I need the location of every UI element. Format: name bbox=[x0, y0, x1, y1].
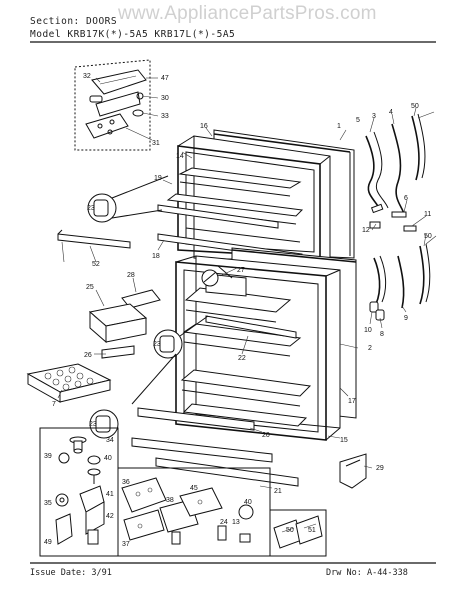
issue-date-label: Issue Date: bbox=[30, 568, 87, 578]
callout-48-mid: 50 bbox=[424, 233, 432, 240]
callout-1: 1 bbox=[337, 123, 341, 130]
callout-36: 36 bbox=[122, 479, 130, 486]
hinge-cap-inset bbox=[74, 59, 151, 151]
callout-34: 34 bbox=[106, 437, 114, 444]
detail-circle-upper bbox=[87, 175, 169, 223]
callout-50: 51 bbox=[308, 527, 316, 534]
bottom-trim-bars bbox=[131, 407, 299, 487]
model-value: KRB17K(*)-5A5 KRB17L(*)-5A5 bbox=[67, 29, 236, 40]
hinge-brackets-upper bbox=[365, 113, 426, 232]
callout-23-middle: 23 bbox=[153, 341, 161, 348]
issue-date: Issue Date: 3/91 bbox=[30, 568, 112, 578]
trim-strip-51 bbox=[57, 229, 131, 249]
callout-7: 7 bbox=[52, 401, 56, 408]
callout-22: 22 bbox=[238, 355, 246, 362]
callout-17: 17 bbox=[348, 398, 356, 405]
callout-9: 9 bbox=[404, 315, 408, 322]
callout-29: 29 bbox=[376, 465, 384, 472]
freezer-door bbox=[166, 129, 355, 263]
callout-5: 5 bbox=[356, 117, 360, 124]
egg-tray bbox=[26, 363, 112, 403]
callout-3: 3 bbox=[372, 113, 376, 120]
callout-2: 2 bbox=[368, 345, 372, 352]
drawing-number-value: A-44-338 bbox=[366, 568, 408, 578]
callout-12: 12 bbox=[362, 227, 370, 234]
drawing-number: Drw No: A-44-338 bbox=[326, 568, 408, 578]
issue-date-value: 3/91 bbox=[91, 568, 112, 578]
watermark: www.AppliancePartsPros.com bbox=[118, 3, 377, 24]
callout-21: 21 bbox=[274, 488, 282, 495]
door-stop-clip bbox=[339, 453, 367, 489]
model-label: Model bbox=[30, 29, 62, 40]
callout-23-lower: 23 bbox=[89, 421, 97, 428]
callout-51: 52 bbox=[92, 261, 100, 268]
callout-14: 14 bbox=[176, 153, 184, 160]
callout-39: 39 bbox=[44, 453, 52, 460]
callout-27: 27 bbox=[237, 267, 245, 274]
callout-15: 15 bbox=[340, 437, 348, 444]
callout-26: 26 bbox=[84, 352, 92, 359]
callout-25: 25 bbox=[86, 284, 94, 291]
callout-48-top: 50 bbox=[411, 103, 419, 110]
detail-circle-middle bbox=[131, 315, 209, 405]
callout-47: 49 bbox=[44, 539, 52, 546]
butter-compartment bbox=[88, 303, 148, 344]
hinge-brackets-lower bbox=[369, 243, 431, 321]
callout-30: 30 bbox=[161, 95, 169, 102]
callout-38: 38 bbox=[166, 497, 174, 504]
model-line: Model KRB17K(*)-5A5 KRB17L(*)-5A5 bbox=[30, 29, 235, 40]
fresh-food-door bbox=[175, 247, 357, 441]
part-26-strip bbox=[101, 345, 135, 359]
callout-31: 31 bbox=[152, 140, 160, 147]
detail-circle-27 bbox=[201, 269, 219, 287]
callout-4: 4 bbox=[389, 109, 393, 116]
callout-33: 33 bbox=[161, 113, 169, 120]
drawing-number-label: Drw No: bbox=[326, 568, 362, 578]
callout-numbers: 32 47 30 33 31 16 14 19 18 1 3 4 5 50 6 … bbox=[44, 73, 432, 548]
callout-42: 42 bbox=[106, 513, 114, 520]
callout-41: 41 bbox=[106, 491, 114, 498]
callout-45: 45 bbox=[190, 485, 198, 492]
callout-13: 13 bbox=[232, 519, 240, 526]
leader-lines bbox=[57, 77, 437, 489]
callout-24: 24 bbox=[220, 519, 228, 526]
callout-37: 37 bbox=[122, 541, 130, 548]
callout-19: 19 bbox=[154, 175, 162, 182]
section-value: DOORS bbox=[86, 16, 118, 27]
callout-28: 28 bbox=[127, 272, 135, 279]
callout-11: 11 bbox=[424, 211, 431, 218]
callout-32: 32 bbox=[83, 73, 91, 80]
callout-49: 50 bbox=[286, 527, 294, 534]
callout-20: 20 bbox=[262, 432, 270, 439]
callout-46: 47 bbox=[161, 75, 169, 82]
section-label: Section: bbox=[30, 16, 80, 27]
bottom-inset-right bbox=[269, 509, 327, 557]
callout-40-center: 40 bbox=[244, 499, 252, 506]
callout-16: 16 bbox=[200, 123, 208, 130]
callout-35: 35 bbox=[44, 500, 52, 507]
section-line: Section: DOORS bbox=[30, 16, 117, 27]
callout-6: 6 bbox=[404, 195, 408, 202]
callout-23-upper: 23 bbox=[87, 205, 95, 212]
callout-8: 8 bbox=[380, 331, 384, 338]
callout-18: 18 bbox=[152, 253, 160, 260]
bottom-inset-center bbox=[117, 467, 271, 557]
callout-40: 40 bbox=[104, 455, 112, 462]
callout-10: 10 bbox=[364, 327, 372, 334]
